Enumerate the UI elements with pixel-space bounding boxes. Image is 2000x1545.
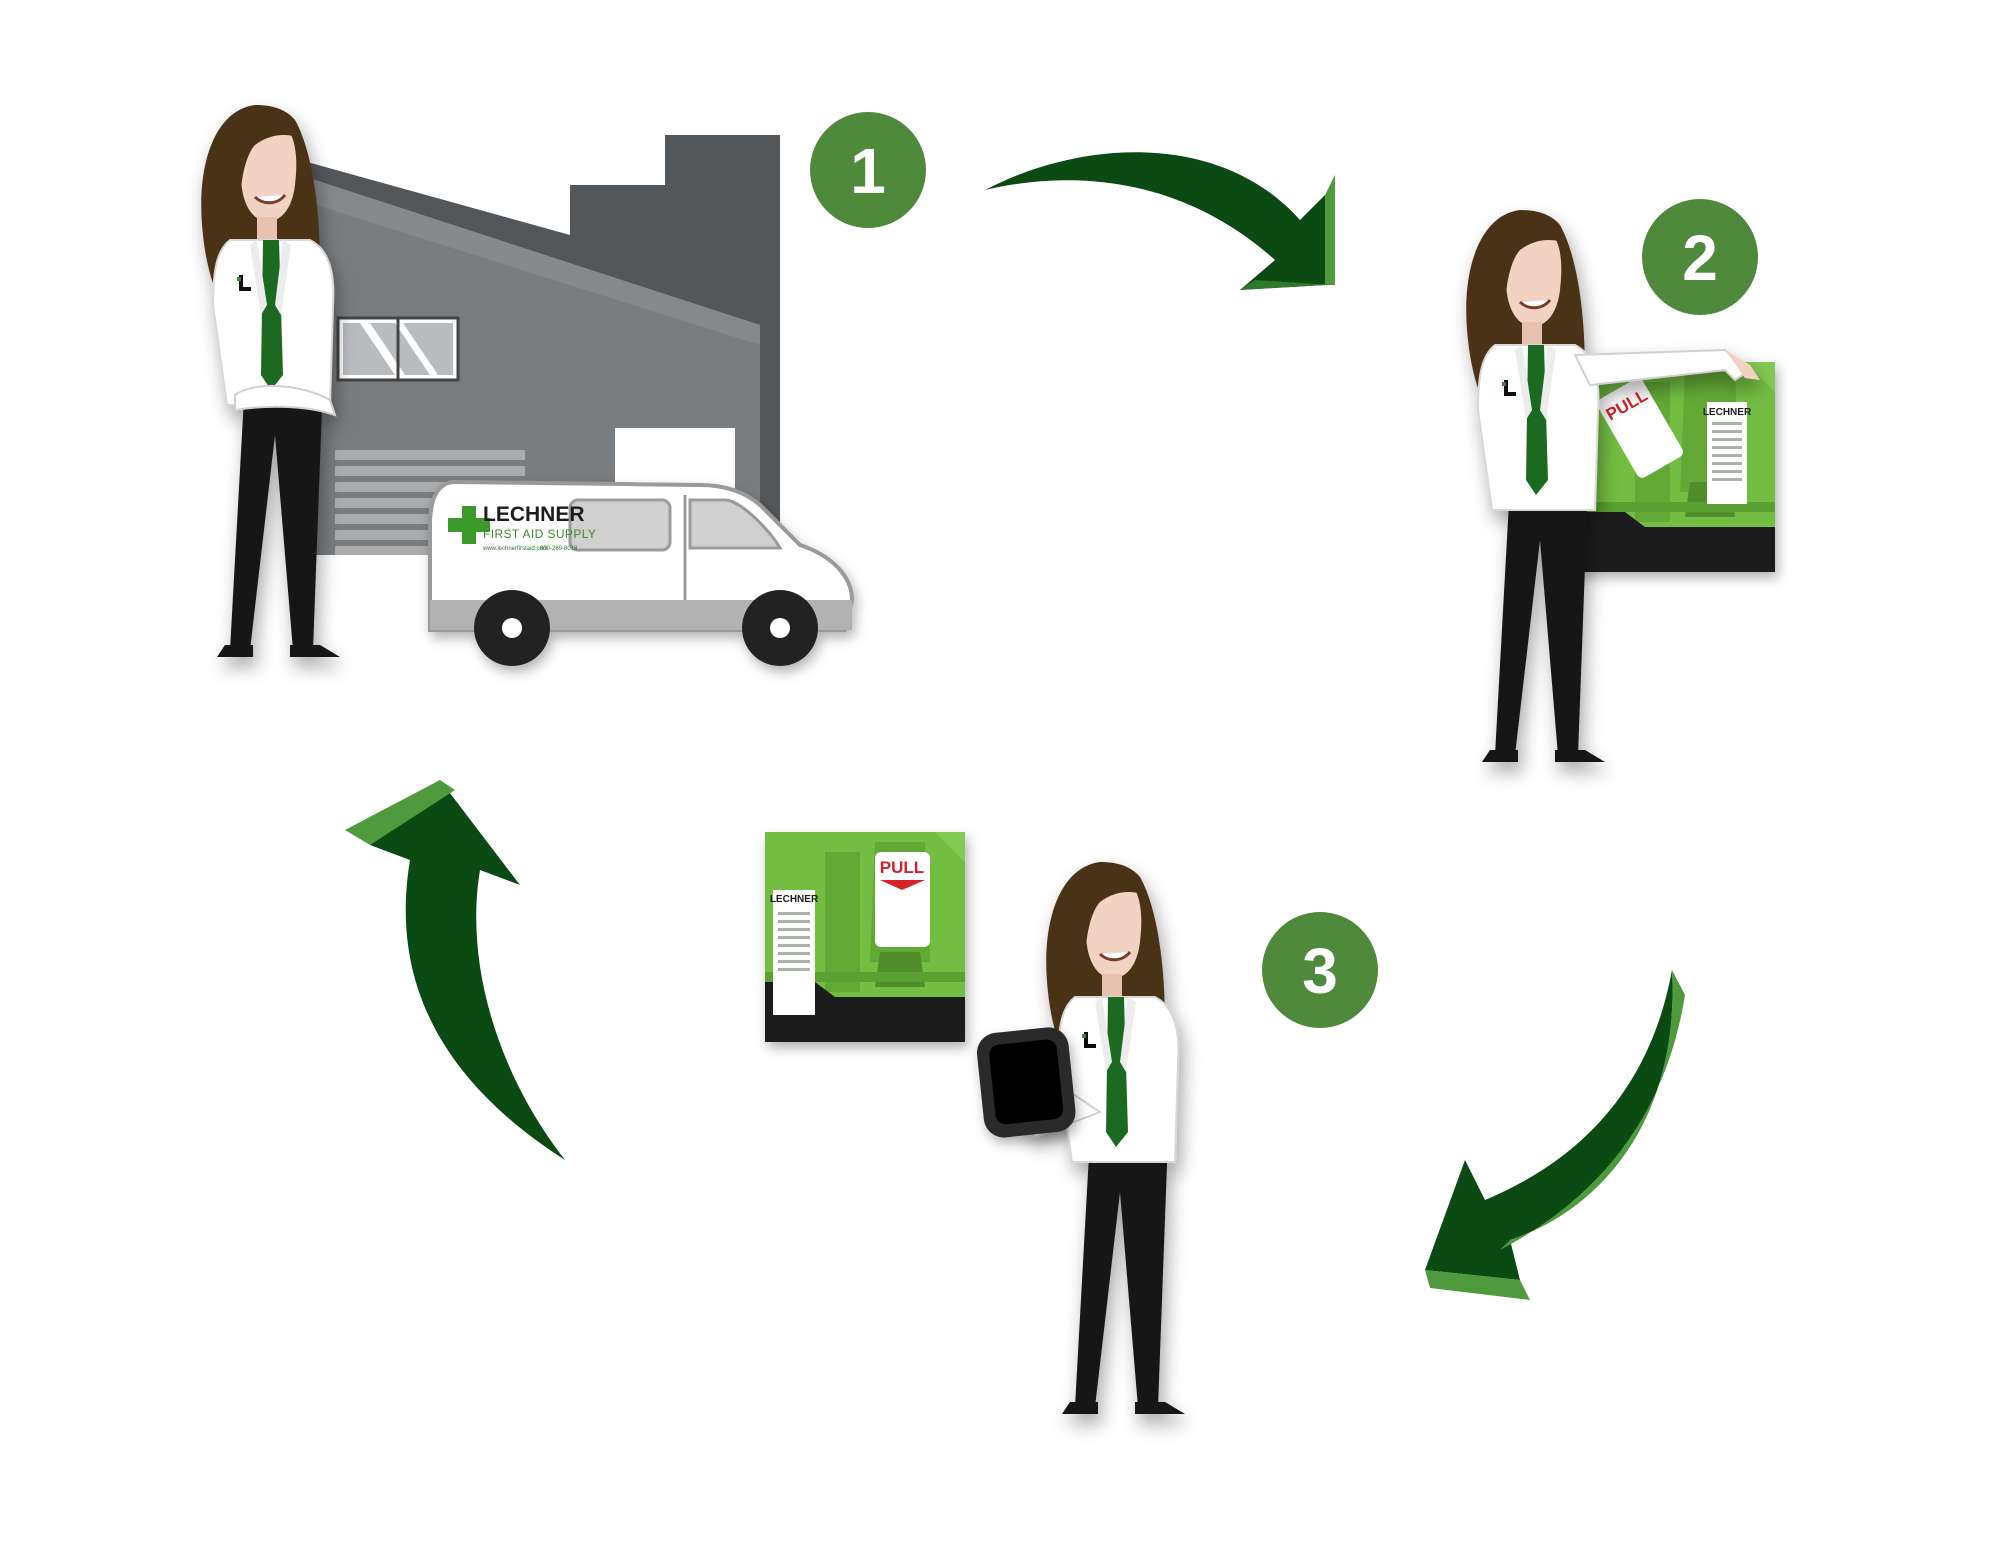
van-website-text: www.lechnerfirstaid.com xyxy=(482,546,548,552)
step-2-badge: 2 xyxy=(1642,199,1758,315)
woman-figure-icon xyxy=(1018,860,1187,1416)
step-1-badge: 1 xyxy=(810,112,926,228)
delivery-van-icon: LECHNER FIRST AID SUPPLY www.lechnerfirs… xyxy=(428,479,855,666)
step-2-number: 2 xyxy=(1682,222,1718,294)
cabinet-3-label-brand: LECHNER xyxy=(770,894,819,905)
cycle-arrow-icon xyxy=(345,780,565,1160)
cabinet-3-pull-text: PULL xyxy=(880,858,924,877)
warehouse-icon xyxy=(300,135,780,555)
cycle-arrow-icon xyxy=(1425,970,1685,1300)
van-phone-text: 800-269-8018 xyxy=(540,546,578,552)
cycle-arrow-icon xyxy=(985,152,1335,290)
step-3-number: 3 xyxy=(1302,935,1338,1007)
van-subtitle-text: FIRST AID SUPPLY xyxy=(483,527,596,541)
step-1-scene: LECHNER FIRST AID SUPPLY www.lechnerfirs… xyxy=(199,103,926,666)
step-1-number: 1 xyxy=(850,135,886,207)
first-aid-cabinet-icon: LECHNER PULL xyxy=(1575,362,1775,572)
tablet-icon xyxy=(976,1027,1076,1138)
step-3-badge: 3 xyxy=(1262,912,1378,1028)
step-2-scene: LECHNER PULL 2 xyxy=(1464,199,1775,764)
step-3-scene: LECHNER PULL 3 xyxy=(765,832,1378,1416)
van-brand-text: LECHNER xyxy=(483,503,585,526)
woman-figure-icon xyxy=(199,103,342,659)
woman-figure-icon xyxy=(1464,208,1760,764)
cabinet-2-label-brand: LECHNER xyxy=(1703,407,1752,418)
first-aid-cabinet-icon: LECHNER PULL xyxy=(765,832,965,1042)
